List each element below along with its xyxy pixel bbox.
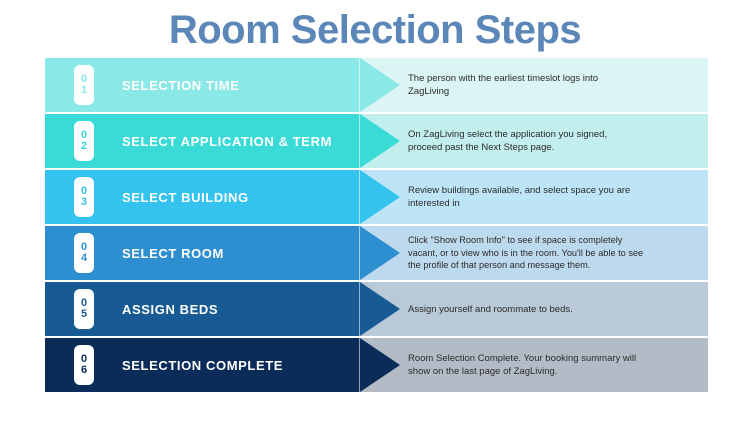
step-description: The person with the earliest timeslot lo… xyxy=(408,73,599,97)
step-number-digit-top: 0 xyxy=(80,73,88,85)
step-description: On ZagLiving select the application you … xyxy=(408,129,608,153)
step-seam-divider xyxy=(359,114,360,168)
step-number-digit-bottom: 6 xyxy=(80,364,88,376)
step-number-digit-top: 0 xyxy=(80,185,88,197)
step-number-digit-bottom: 2 xyxy=(80,140,88,152)
step-bar xyxy=(45,282,360,336)
step-number-digit-bottom: 3 xyxy=(80,196,88,208)
step-number-digit-bottom: 1 xyxy=(80,84,88,96)
step-description-panel xyxy=(360,338,708,392)
step-description-panel xyxy=(360,170,708,224)
step-bar xyxy=(45,226,360,280)
step-seam-divider xyxy=(359,282,360,336)
step-description-panel xyxy=(360,282,708,336)
step-seam-divider xyxy=(359,338,360,392)
step-label: SELECTION TIME xyxy=(122,77,240,93)
step-number-digit-top: 0 xyxy=(80,129,88,141)
step-description: Review buildings available, and select s… xyxy=(408,185,631,209)
step-number-digit-top: 0 xyxy=(80,241,88,253)
step-description: Room Selection Complete. Your booking su… xyxy=(408,353,637,377)
step-bar xyxy=(45,58,360,112)
step-label: SELECTION COMPLETE xyxy=(122,357,284,373)
step-label: SELECT APPLICATION & TERM xyxy=(122,133,332,149)
page-title: Room Selection Steps xyxy=(168,8,582,52)
step-bar xyxy=(45,338,360,392)
step-bar xyxy=(45,114,360,168)
step-number-digit-top: 0 xyxy=(80,353,88,365)
step-label: SELECT BUILDING xyxy=(122,189,249,205)
step-description: Click "Show Room Info" to see if space i… xyxy=(408,235,644,271)
step-description-panel xyxy=(360,114,708,168)
step-description-panel xyxy=(360,58,708,112)
step-bar xyxy=(45,170,360,224)
step-seam-divider xyxy=(359,58,360,112)
step-number-digit-bottom: 4 xyxy=(80,252,88,264)
step-number-digit-top: 0 xyxy=(80,297,88,309)
step-number-digit-bottom: 5 xyxy=(80,308,88,320)
step-seam-divider xyxy=(359,170,360,224)
step-label: ASSIGN BEDS xyxy=(122,301,219,317)
step-description-panel xyxy=(360,226,708,280)
step-label: SELECT ROOM xyxy=(122,245,224,261)
step-seam-divider xyxy=(359,226,360,280)
step-description: Assign yourself and roommate to beds. xyxy=(408,303,573,315)
